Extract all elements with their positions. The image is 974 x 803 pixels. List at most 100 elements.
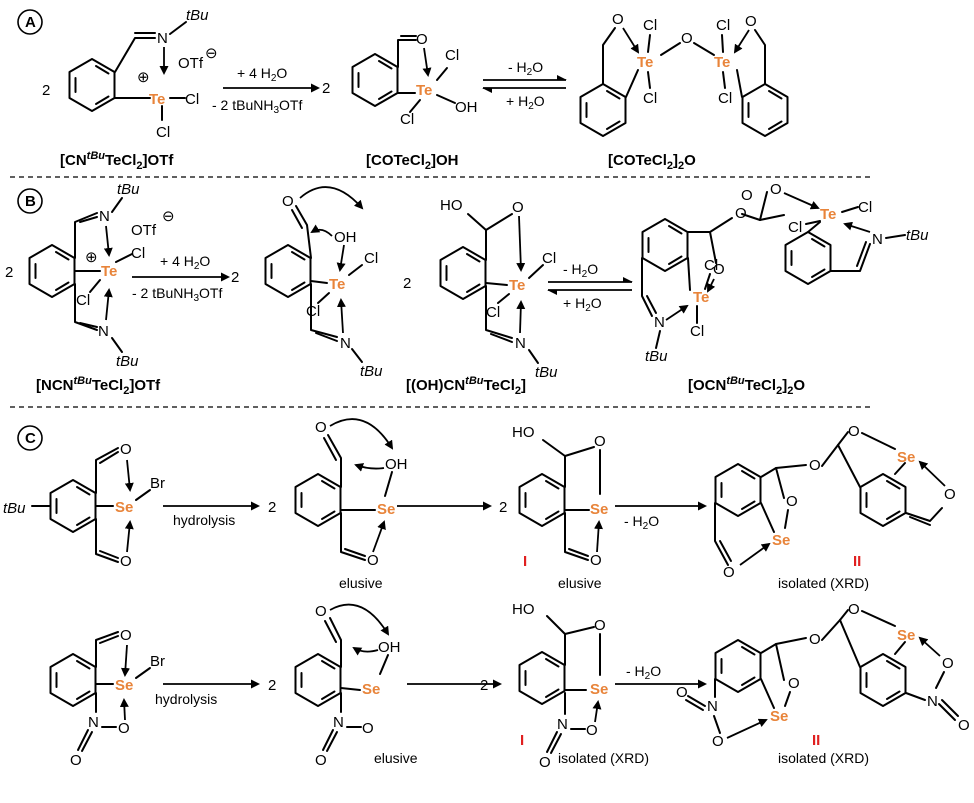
atom-ho: HO	[512, 601, 535, 618]
compound-ocn-dimer: O O Te Cl Cl N tBu O O Te Cl Cl	[641, 181, 929, 365]
atom-cl: Cl	[858, 199, 872, 216]
atom-te: Te	[509, 277, 525, 294]
label-compound-ii: II	[812, 732, 820, 749]
atom-o: O	[848, 601, 860, 618]
atom-o: O	[416, 31, 428, 48]
row2-hemiacetal-i: HO O Se N O O	[512, 601, 608, 771]
equil-plus-water: + H2O	[506, 93, 545, 112]
atom-n: N	[98, 323, 109, 340]
row1-elusive-aldehyde: O OH Se O	[294, 418, 408, 569]
atom-o: O	[120, 441, 132, 458]
panel-c-letter: C	[25, 430, 36, 447]
atom-cl: Cl	[400, 111, 414, 128]
atom-ho: HO	[512, 424, 535, 441]
coefficient-2: 2	[403, 275, 411, 292]
atom-n: N	[927, 693, 938, 710]
step-hydrolysis: hydrolysis	[155, 691, 217, 707]
row1-starting-material: tBu O Se Br O	[3, 441, 165, 570]
atom-se: Se	[590, 501, 608, 518]
atom-o: O	[809, 631, 821, 648]
equil-minus-water: - H2O	[563, 261, 598, 280]
panel-b-letter: B	[25, 193, 36, 210]
atom-o: O	[315, 752, 327, 769]
row1-dimer-ii: O Se O O O Se O	[714, 423, 956, 581]
compound-label-3: [COTeCl2]2O	[608, 152, 696, 172]
charge-plus: ⊕	[137, 69, 150, 86]
atom-o: O	[282, 193, 294, 210]
atom-o: O	[590, 552, 602, 569]
coefficient-2: 2	[268, 677, 276, 694]
atom-n: N	[88, 714, 99, 731]
atom-o: O	[944, 486, 956, 503]
coefficient-2: 2	[5, 264, 13, 281]
atom-o: O	[713, 261, 725, 278]
atom-o: O	[367, 552, 379, 569]
compound-cn-tecl2: 2 N tBu Te ⊕ Cl Cl OTf ⊖	[42, 7, 218, 141]
label-compound-ii: II	[853, 553, 861, 570]
atom-ho: HO	[440, 197, 463, 214]
atom-te: Te	[820, 206, 836, 223]
atom-cl: Cl	[718, 90, 732, 107]
atom-o: O	[786, 493, 798, 510]
tbu-label: tBu	[117, 181, 140, 198]
atom-cl: Cl	[306, 303, 320, 320]
panel-b-marker	[17, 188, 43, 214]
atom-cl: Cl	[643, 90, 657, 107]
reagent-water: + 4 H2O	[237, 65, 287, 84]
compound-label-2: [COTeCl2]OH	[366, 152, 459, 172]
atom-se: Se	[590, 681, 608, 698]
row2-dimer-ii: O Se N O O O O Se N O	[676, 601, 970, 750]
atom-o: O	[612, 11, 624, 28]
step-dehydration: - H2O	[624, 513, 659, 532]
atom-o: O	[788, 675, 800, 692]
atom-o: O	[770, 181, 782, 198]
atom-o: O	[723, 564, 735, 581]
atom-cl: Cl	[690, 323, 704, 340]
panel-a-letter: A	[25, 14, 36, 31]
atom-o: O	[315, 603, 327, 620]
atom-se: Se	[772, 532, 790, 549]
equil-plus-water: + H2O	[563, 295, 602, 314]
atom-cl: Cl	[788, 219, 802, 236]
atom-n: N	[515, 335, 526, 352]
atom-oh: OH	[455, 99, 478, 116]
reagent-byproduct: - 2 tBuNH3OTf	[212, 97, 302, 116]
panel-c-marker	[17, 425, 43, 451]
atom-n: N	[340, 335, 351, 352]
atom-o: O	[735, 205, 747, 222]
coefficient-2: 2	[480, 677, 488, 694]
compound-ncn-tecl2: 2 N tBu Te ⊕ Cl Cl N tBu OTf ⊖	[5, 181, 175, 370]
atom-o: O	[809, 457, 821, 474]
atom-se: Se	[115, 499, 133, 516]
tbu-label: tBu	[535, 364, 558, 381]
atom-n: N	[333, 714, 344, 731]
compound-cotecl2-dimer: O Te Cl Cl O Te Cl Cl O	[579, 11, 789, 137]
atom-se: Se	[897, 449, 915, 466]
atom-te: Te	[693, 289, 709, 306]
compound-label-2: [(OH)CNtBuTeCl2]	[406, 375, 526, 397]
coefficient-2: 2	[231, 269, 239, 286]
atom-o: O	[848, 423, 860, 440]
tbu-label: tBu	[116, 353, 139, 370]
atom-te: Te	[101, 263, 117, 280]
atom-o: O	[594, 617, 606, 634]
atom-o: O	[958, 717, 970, 734]
atom-cl: Cl	[486, 304, 500, 321]
row1-hemiacetal-i: HO O Se O	[512, 424, 608, 569]
atom-n: N	[654, 314, 665, 331]
atom-o: O	[118, 720, 130, 737]
atom-te: Te	[714, 54, 730, 71]
charge-plus: ⊕	[85, 249, 98, 266]
atom-oh: OH	[385, 456, 408, 473]
note-elusive: elusive	[339, 575, 383, 591]
coefficient-2: 2	[268, 499, 276, 516]
atom-cl: Cl	[445, 47, 459, 64]
atom-te: Te	[416, 82, 432, 99]
atom-o: O	[539, 754, 551, 771]
atom-o: O	[70, 752, 82, 769]
atom-o: O	[315, 419, 327, 436]
atom-te: Te	[329, 276, 345, 293]
note-isolated: isolated (XRD)	[778, 750, 869, 766]
atom-se: Se	[377, 501, 395, 518]
atom-br: Br	[150, 475, 165, 492]
